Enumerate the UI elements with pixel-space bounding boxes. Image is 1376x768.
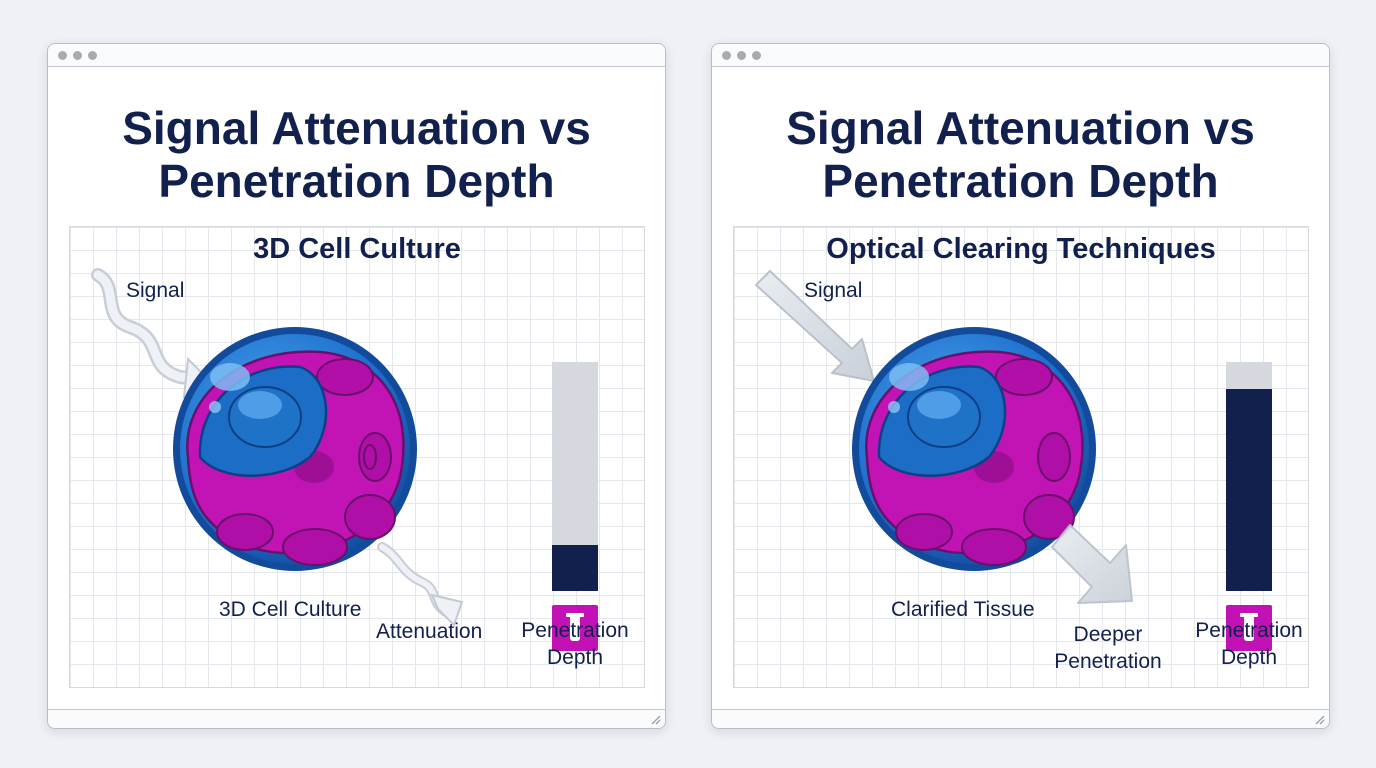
window-statusbar: [48, 709, 665, 728]
window-titlebar: [48, 44, 665, 67]
penetration-depth-label: Penetration Depth: [521, 619, 629, 669]
window-dot: [88, 51, 97, 60]
resize-grip-icon[interactable]: [651, 715, 661, 725]
window-dot: [752, 51, 761, 60]
window-dot: [737, 51, 746, 60]
diagram-panel: 3D Cell Culture Signal 3D Cell Culture A…: [69, 226, 645, 688]
signal-label: Signal: [804, 279, 863, 302]
sample-label: Clarified Tissue: [891, 598, 1035, 621]
sample-label: 3D Cell Culture: [219, 598, 362, 621]
cell-sphere-icon: [173, 327, 417, 571]
resize-grip-icon[interactable]: [1315, 715, 1325, 725]
page-title: Signal Attenuation vs Penetration Depth: [122, 102, 591, 207]
attenuation-arrow-icon: [377, 542, 464, 627]
window-dot: [73, 51, 82, 60]
penetration-depth-label: Penetration Depth: [1195, 619, 1303, 669]
cell-diagram: [91, 268, 598, 651]
penetration-depth-bar: [552, 362, 598, 591]
window-statusbar: [712, 709, 1329, 728]
attenuation-label: Attenuation: [376, 620, 483, 643]
window-dots-icon: [58, 51, 67, 60]
window-dots-icon: [722, 51, 731, 60]
cell-diagram: [755, 270, 1272, 651]
signal-arrow-icon: [755, 270, 875, 382]
page-title: Signal Attenuation vs Penetration Depth: [786, 102, 1255, 207]
deeper-penetration-arrow-icon: [1051, 524, 1133, 604]
window-optical-clearing: Signal Attenuation vs Penetration Depth: [711, 43, 1330, 729]
window-titlebar: [712, 44, 1329, 67]
panel-subtitle: Optical Clearing Techniques: [826, 233, 1216, 265]
test-tube-icon: [552, 605, 598, 651]
signal-label: Signal: [126, 279, 185, 302]
cell-sphere-icon: [852, 327, 1096, 571]
diagram-panel: Optical Clearing Techniques Signal Clari…: [733, 226, 1309, 688]
panel-subtitle: 3D Cell Culture: [253, 233, 461, 265]
depth-bar-fill: [552, 545, 598, 591]
depth-bar-fill: [1226, 389, 1272, 591]
deeper-penetration-label: Deeper Penetration: [1054, 623, 1162, 673]
window-3d-cell-culture: Signal Attenuation vs Penetration Depth: [47, 43, 666, 729]
test-tube-icon: [1226, 605, 1272, 651]
penetration-depth-bar: [1226, 362, 1272, 591]
